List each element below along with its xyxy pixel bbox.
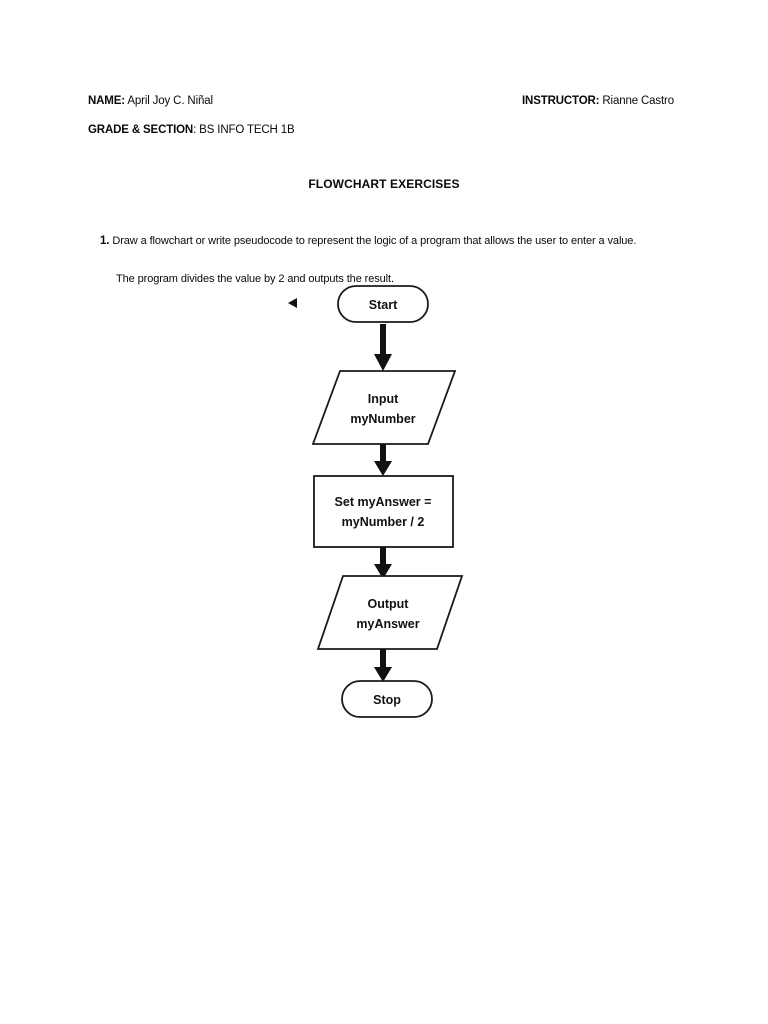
down-arrow-icon bbox=[374, 667, 392, 682]
question-line-1: 1. Draw a flowchart or write pseudocode … bbox=[100, 233, 636, 249]
node-process-label-line1: Set myAnswer = bbox=[335, 495, 432, 509]
name-value: April Joy C. Niñal bbox=[127, 95, 213, 107]
connector-output-to-stop bbox=[374, 649, 392, 682]
header-row-grade: GRADE & SECTION: BS INFO TECH 1B bbox=[0, 121, 768, 139]
node-input-label-line1: Input bbox=[368, 392, 399, 406]
question-line-2: The program divides the value by 2 and o… bbox=[116, 273, 394, 285]
node-start-shape bbox=[337, 285, 429, 323]
page-title: FLOWCHART EXERCISES bbox=[308, 177, 460, 191]
left-triangle-marker-icon bbox=[288, 298, 297, 308]
connector-start-to-input bbox=[374, 324, 392, 371]
down-arrow-icon bbox=[374, 461, 392, 476]
connector-input-to-process bbox=[374, 444, 392, 476]
instructor-field: INSTRUCTOR: Rianne Castro bbox=[522, 92, 674, 110]
instructor-value: Rianne Castro bbox=[602, 95, 674, 107]
grade-section-value: : BS INFO TECH 1B bbox=[193, 124, 295, 136]
node-stop-shape bbox=[341, 680, 433, 718]
down-arrow-icon bbox=[374, 354, 392, 371]
node-input-shape bbox=[311, 370, 457, 445]
instructor-label: INSTRUCTOR: bbox=[522, 95, 600, 107]
node-output-label-line2: myAnswer bbox=[356, 617, 419, 631]
name-field: NAME: April Joy C. Niñal bbox=[88, 92, 213, 110]
node-stop-label: Stop bbox=[373, 693, 401, 707]
grade-section-label: GRADE & SECTION bbox=[88, 124, 194, 136]
question-text-1: Draw a flowchart or write pseudocode to … bbox=[112, 235, 637, 247]
connector-process-to-output bbox=[374, 547, 392, 579]
node-output-label-line1: Output bbox=[368, 597, 410, 611]
name-label: NAME: bbox=[88, 95, 125, 107]
header-row-name: NAME: April Joy C. Niñal INSTRUCTOR: Ria… bbox=[0, 92, 768, 110]
node-output-shape bbox=[316, 575, 464, 650]
grade-section-field: GRADE & SECTION: BS INFO TECH 1B bbox=[88, 121, 295, 139]
node-process-label-line2: myNumber / 2 bbox=[342, 515, 425, 529]
node-start-label: Start bbox=[369, 298, 398, 312]
question-number: 1. bbox=[100, 235, 110, 247]
node-input-label-line2: myNumber bbox=[350, 412, 415, 426]
flowchart-diagram: Start Input myNumber Set myAnswer = myNu… bbox=[270, 275, 500, 735]
down-arrow-icon bbox=[374, 564, 392, 579]
node-process-shape bbox=[313, 475, 454, 548]
